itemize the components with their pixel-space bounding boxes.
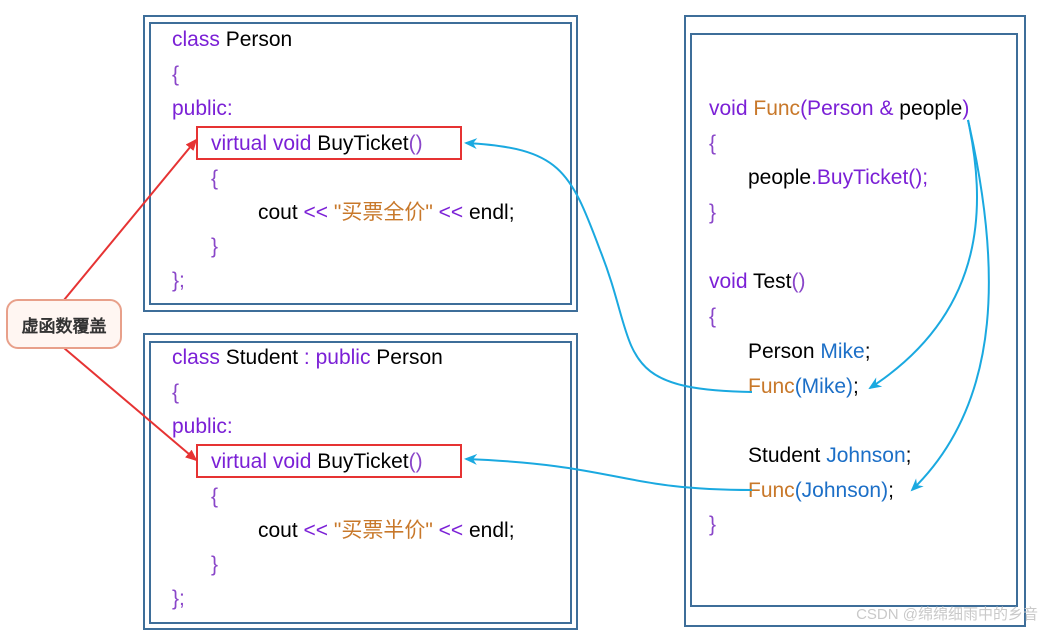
var-name: Mike — [814, 340, 865, 363]
person-mike-decl: Person Mike; — [748, 339, 871, 365]
watermark-text: CSDN @绵绵细雨中的乡音 — [856, 606, 1038, 623]
virtual-override-label: 虚函数覆盖 — [6, 299, 122, 349]
method-call: .BuyTicket(); — [811, 166, 929, 189]
dispatch-arrow-to-johnson — [910, 119, 990, 492]
string-literal: "买票半价" — [328, 519, 439, 542]
base-class-name: Person — [370, 346, 443, 369]
people-var: people — [748, 166, 812, 189]
call-arg: (Mike) — [794, 375, 854, 398]
paren: () — [791, 270, 806, 293]
test-decl: void Test() — [709, 269, 806, 295]
cout: cout — [258, 201, 304, 224]
person-class-panel-inner — [149, 22, 572, 305]
override-arrow-to-student — [63, 347, 198, 462]
keyword: void — [709, 270, 748, 293]
stream-op: << — [438, 519, 464, 542]
call-arg: (Johnson) — [794, 479, 889, 502]
student-method-close-brace: } — [211, 553, 219, 576]
param-name: people — [893, 97, 963, 120]
keyword: class — [172, 28, 220, 51]
type-name: Person — [748, 340, 815, 363]
method-name: BuyTicket — [311, 450, 409, 473]
caller-panel-inner — [690, 33, 1018, 607]
keyword: class — [172, 346, 220, 369]
param-type: (Person — [800, 97, 880, 120]
override-arrow-to-person — [63, 138, 198, 301]
person-public-label: public: — [172, 97, 233, 120]
semicolon: ; — [864, 340, 871, 363]
type-name: Student — [748, 444, 821, 467]
test-close-brace: } — [709, 513, 717, 536]
keyword: virtual void — [211, 132, 312, 155]
string-literal: "买票全价" — [328, 201, 439, 224]
paren: () — [408, 132, 423, 155]
stream-op: << — [303, 201, 329, 224]
person-open-brace: { — [172, 63, 180, 86]
var-name: Johnson — [820, 444, 906, 467]
person-class-decl: class Person — [172, 27, 292, 53]
class-name: Student — [219, 346, 304, 369]
ampersand: & — [879, 97, 894, 120]
func-johnson-call: Func(Johnson); — [748, 478, 894, 504]
paren: () — [408, 450, 423, 473]
person-buyticket-decl: virtual void BuyTicket() — [211, 131, 423, 157]
person-method-open-brace: { — [211, 167, 219, 190]
student-johnson-decl: Student Johnson; — [748, 443, 911, 469]
person-method-close-brace: } — [211, 235, 219, 258]
func-body: people.BuyTicket(); — [748, 165, 928, 191]
call-arrow-johnson-to-student — [464, 453, 753, 491]
method-name: BuyTicket — [311, 132, 409, 155]
semicolon: ; — [905, 444, 912, 467]
student-cout-line: cout << "买票半价" << endl; — [258, 518, 515, 544]
test-name: Test — [747, 270, 792, 293]
endl: endl; — [463, 519, 515, 542]
person-cout-line: cout << "买票全价" << endl; — [258, 200, 515, 226]
func-open-brace: { — [709, 132, 717, 155]
student-class-panel — [143, 333, 578, 630]
func-decl: void Func(Person & people) — [709, 96, 969, 122]
test-open-brace: { — [709, 305, 717, 328]
student-class-panel-inner — [149, 341, 572, 624]
stream-op: << — [438, 201, 464, 224]
student-open-brace: { — [172, 381, 180, 404]
keyword: virtual void — [211, 450, 312, 473]
student-method-open-brace: { — [211, 485, 219, 508]
semicolon: ; — [853, 375, 859, 398]
func-name: Func — [748, 375, 795, 398]
stream-op: << — [303, 519, 329, 542]
colon: : — [303, 346, 310, 369]
dispatch-arrow-to-mike — [868, 119, 978, 390]
paren: ) — [962, 97, 970, 120]
student-close-brace: }; — [172, 587, 185, 610]
person-close-brace: }; — [172, 269, 185, 292]
caller-panel — [684, 15, 1026, 627]
semicolon: ; — [888, 479, 894, 502]
student-public-label: public: — [172, 415, 233, 438]
func-name: Func — [747, 97, 801, 120]
keyword: void — [709, 97, 748, 120]
endl: endl; — [463, 201, 515, 224]
func-name: Func — [748, 479, 795, 502]
func-mike-call: Func(Mike); — [748, 374, 859, 400]
student-class-decl: class Student : public Person — [172, 345, 443, 371]
person-class-panel — [143, 15, 578, 312]
class-name: Person — [219, 28, 293, 51]
student-buyticket-decl: virtual void BuyTicket() — [211, 449, 423, 475]
call-arrow-mike-to-person — [464, 138, 753, 393]
cout: cout — [258, 519, 304, 542]
keyword: public — [309, 346, 371, 369]
func-close-brace: } — [709, 201, 717, 224]
